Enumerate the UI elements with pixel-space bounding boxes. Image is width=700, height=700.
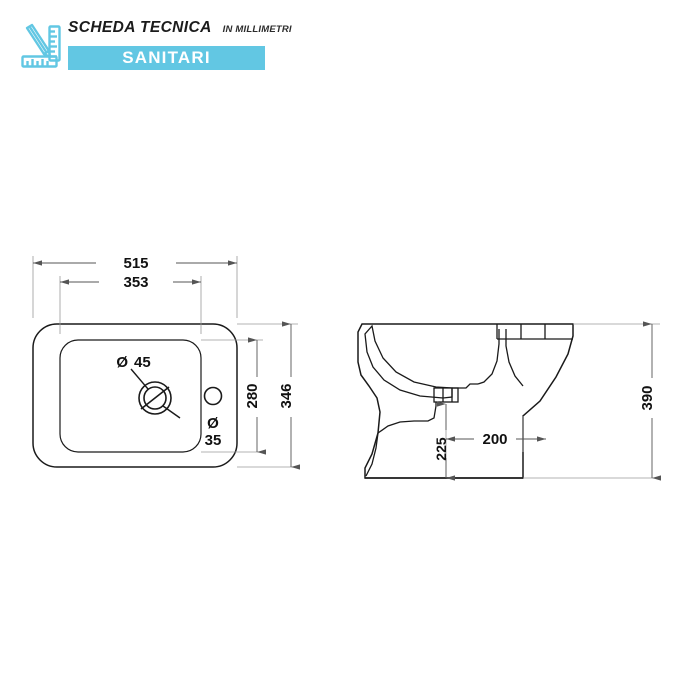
side-pedestal-front-curve [377,402,437,434]
side-rear-deck [496,324,573,340]
units-note: IN MILLIMETRI [222,24,292,35]
tap-diameter-label: Ø 35 [205,415,222,449]
dimension-346: 346 [278,321,300,470]
dimension-225-label: 225 [433,437,449,461]
header-title-row: SCHEDA TECNICA IN MILLIMETRI [68,19,292,43]
bidet-plan-view: Ø 45 Ø 35 [32,255,300,470]
tap-diameter-symbol: Ø [207,415,219,432]
dimension-390: 390 [639,321,661,481]
category-badge: SANITARI [68,46,265,70]
drain-diameter-symbol: Ø [116,354,128,371]
dimension-280: 280 [244,337,266,455]
plan-inner-bowl-outline [59,339,202,453]
category-label: SANITARI [122,48,211,67]
bidet-side-view: 390 200 225 [357,321,661,481]
dimension-200-label: 200 [482,431,507,448]
dimension-353: 353 [60,274,201,291]
side-outlet-spigot [433,387,459,403]
drain-hole [130,368,181,419]
plan-outer-outline [32,323,238,468]
tap-diameter-value: 35 [205,432,222,449]
side-bowl-floor [452,383,478,389]
dimension-390-label: 390 [639,385,656,410]
plan-extension-lines [32,256,298,468]
side-extension-lines [445,323,660,479]
technical-drawing: Ø 45 Ø 35 [0,86,700,700]
side-pedestal-lower-line [365,432,379,477]
drain-diameter-label: Ø 45 [116,354,150,371]
side-body-outline [357,323,574,479]
tap-hole [203,386,223,406]
side-rear-inner-wall [477,329,500,385]
dimension-515-label: 515 [123,255,148,272]
side-bowl-inner-curve [364,324,453,399]
dimension-353-label: 353 [123,274,148,291]
pencil-ruler-icon [19,23,67,71]
page-title: SCHEDA TECNICA [68,19,212,36]
dimension-200: 200 [446,431,546,448]
dimension-515: 515 [33,255,237,272]
dimension-346-label: 346 [278,383,295,408]
dimension-280-label: 280 [244,383,261,408]
drawing-canvas: Ø 45 Ø 35 [32,255,661,481]
drain-diameter-value: 45 [134,354,151,371]
side-rear-outer-wall [505,329,524,387]
page-header: SCHEDA TECNICA IN MILLIMETRI SANITARI [0,0,700,86]
dimension-225: 225 [433,401,455,481]
